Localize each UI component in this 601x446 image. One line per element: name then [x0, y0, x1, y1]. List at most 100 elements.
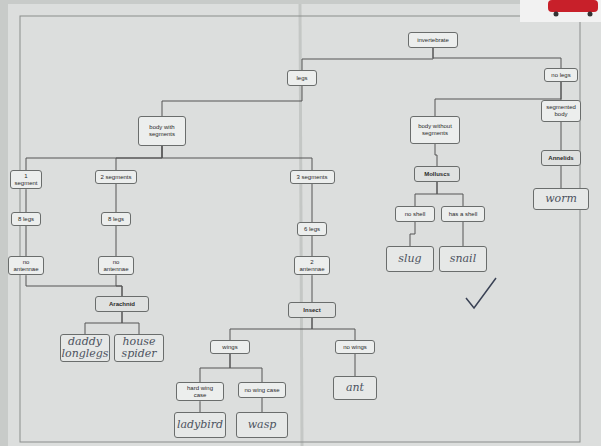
key-box: no wings: [335, 340, 375, 354]
handwritten-answer: daddy longlegs: [62, 336, 109, 360]
box-label: wings: [222, 344, 237, 351]
connector-line: [435, 144, 437, 166]
connector-line: [116, 226, 117, 256]
box-label: no wing case: [244, 387, 279, 394]
connector-line: [312, 275, 313, 302]
box-label: body with segments: [142, 124, 182, 137]
connector-line: [262, 398, 263, 412]
key-box: no antennae: [8, 256, 44, 275]
red-object: [548, 0, 598, 12]
key-box: no legs: [544, 68, 578, 82]
answer-box: house spider: [114, 334, 164, 362]
connector-line: [312, 236, 313, 256]
answer-box: slug: [386, 246, 434, 272]
connector-line: [116, 146, 162, 170]
connector-line: [116, 184, 117, 212]
connector-line: [85, 312, 122, 334]
key-box: 2 antennae: [294, 256, 330, 275]
box-label: no wings: [343, 344, 367, 351]
key-box: wings: [210, 340, 250, 354]
answer-box: daddy longlegs: [60, 334, 110, 362]
box-label: no shell: [405, 211, 426, 218]
answer-box: worm: [533, 188, 589, 210]
connector-line: [26, 146, 162, 170]
box-label: 2 antennae: [298, 259, 326, 272]
connector-line: [561, 166, 562, 188]
box-label: 8 legs: [18, 216, 34, 223]
box-label: Insect: [303, 307, 320, 314]
key-box: 6 legs: [297, 222, 327, 236]
connector-line: [312, 184, 313, 222]
connector-line: [561, 122, 562, 150]
connector-line: [26, 226, 27, 256]
connector-line: [463, 222, 464, 246]
answer-box: wasp: [236, 412, 288, 438]
connector-line: [312, 318, 355, 340]
key-box: has a shell: [441, 206, 485, 222]
connector-line: [162, 146, 312, 170]
connector-line: [302, 48, 433, 70]
paper: [8, 4, 601, 446]
box-label: 2 segments: [100, 174, 131, 181]
box-label: no antennae: [102, 259, 130, 272]
key-box: 8 legs: [101, 212, 131, 226]
box-label: 1 segment: [14, 173, 38, 186]
box-label: has a shell: [449, 211, 478, 218]
handwritten-answer: ladybird: [177, 419, 223, 431]
connector-line: [230, 318, 312, 340]
connector-line: [433, 48, 561, 68]
group-box: Arachnid: [95, 296, 149, 312]
connector-line: [200, 354, 230, 382]
box-label: body without segments: [414, 123, 456, 136]
key-box: no shell: [395, 206, 435, 222]
answer-box: ladybird: [174, 412, 226, 438]
key-box: invertebrate: [408, 32, 458, 48]
key-box: segmented body: [541, 100, 581, 122]
worksheet-frame: [20, 16, 580, 442]
box-label: Molluscs: [424, 171, 450, 178]
connector-line: [437, 182, 463, 206]
handwritten-answer: house spider: [118, 336, 160, 360]
key-box: body without segments: [410, 116, 460, 144]
key-box: 3 segments: [290, 170, 335, 184]
connector-line: [410, 222, 415, 246]
connector-line: [200, 401, 201, 412]
connector-line: [26, 189, 27, 212]
answer-box: ant: [333, 376, 377, 400]
handwritten-answer: worm: [545, 193, 577, 205]
box-label: legs: [296, 75, 307, 82]
box-label: no antennae: [12, 259, 40, 272]
photo-corner: [520, 0, 601, 22]
handwritten-answer: snail: [450, 253, 476, 265]
key-box: no antennae: [98, 256, 134, 275]
connector-line: [230, 354, 262, 382]
handwritten-answer: ant: [346, 382, 364, 394]
key-box: body with segments: [138, 116, 186, 146]
answer-box: snail: [439, 246, 487, 272]
group-box: Insect: [288, 302, 336, 318]
connector-line: [355, 354, 356, 376]
box-label: Arachnid: [109, 301, 135, 308]
key-box: 2 segments: [95, 170, 137, 184]
box-label: no legs: [551, 72, 570, 79]
key-box: 1 segment: [10, 170, 42, 189]
wheel: [554, 12, 559, 17]
key-box: 8 legs: [11, 212, 41, 226]
group-box: Annelids: [541, 150, 581, 166]
connector-line: [561, 82, 562, 100]
connector-line: [122, 312, 139, 334]
box-label: 8 legs: [108, 216, 124, 223]
key-box: hard wing case: [176, 382, 224, 401]
tick-mark: [466, 278, 496, 308]
connector-line: [162, 86, 302, 116]
key-box: legs: [287, 70, 317, 86]
connector-line: [116, 275, 122, 296]
handwritten-answer: slug: [398, 253, 421, 265]
group-box: Molluscs: [414, 166, 460, 182]
connector-line: [26, 275, 122, 296]
box-label: segmented body: [545, 104, 577, 117]
box-label: 3 segments: [296, 174, 327, 181]
box-label: invertebrate: [417, 37, 449, 44]
